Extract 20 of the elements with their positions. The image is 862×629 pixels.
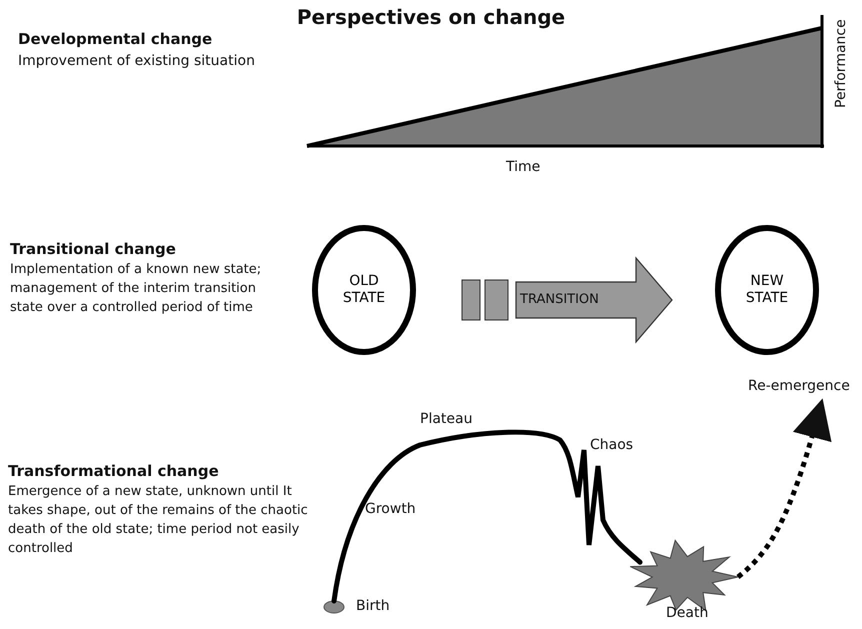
state-circle (715, 225, 819, 355)
axis-label: Performance (832, 19, 850, 108)
curve-label: Growth (365, 500, 416, 519)
stage-label: Death (666, 604, 708, 623)
description: Implementation of a known new state; management of the interim transition state over a controlled period of time (10, 261, 262, 317)
description: Emergence of a new state, unknown until It takes shape, out of the remains of the chaotic death of the old state; time period not easily controlled (8, 483, 308, 558)
birth-dot (324, 601, 344, 613)
curve-label: Chaos (590, 436, 634, 455)
heading: Transitional change (10, 240, 176, 259)
state-circle (312, 225, 416, 355)
description: Improvement of existing situation (18, 52, 255, 71)
heading: Developmental change (18, 30, 212, 49)
dotted-arrow (736, 398, 832, 579)
state-label: OLD STATE (342, 273, 386, 307)
heading: Transformational change (8, 462, 219, 481)
stage-label: Birth (356, 597, 390, 616)
curve-label: Plateau (420, 410, 472, 429)
state-label: NEW STATE (744, 273, 790, 307)
axis-label: Time (506, 158, 540, 177)
edge-label: Re-emergence (748, 377, 850, 396)
